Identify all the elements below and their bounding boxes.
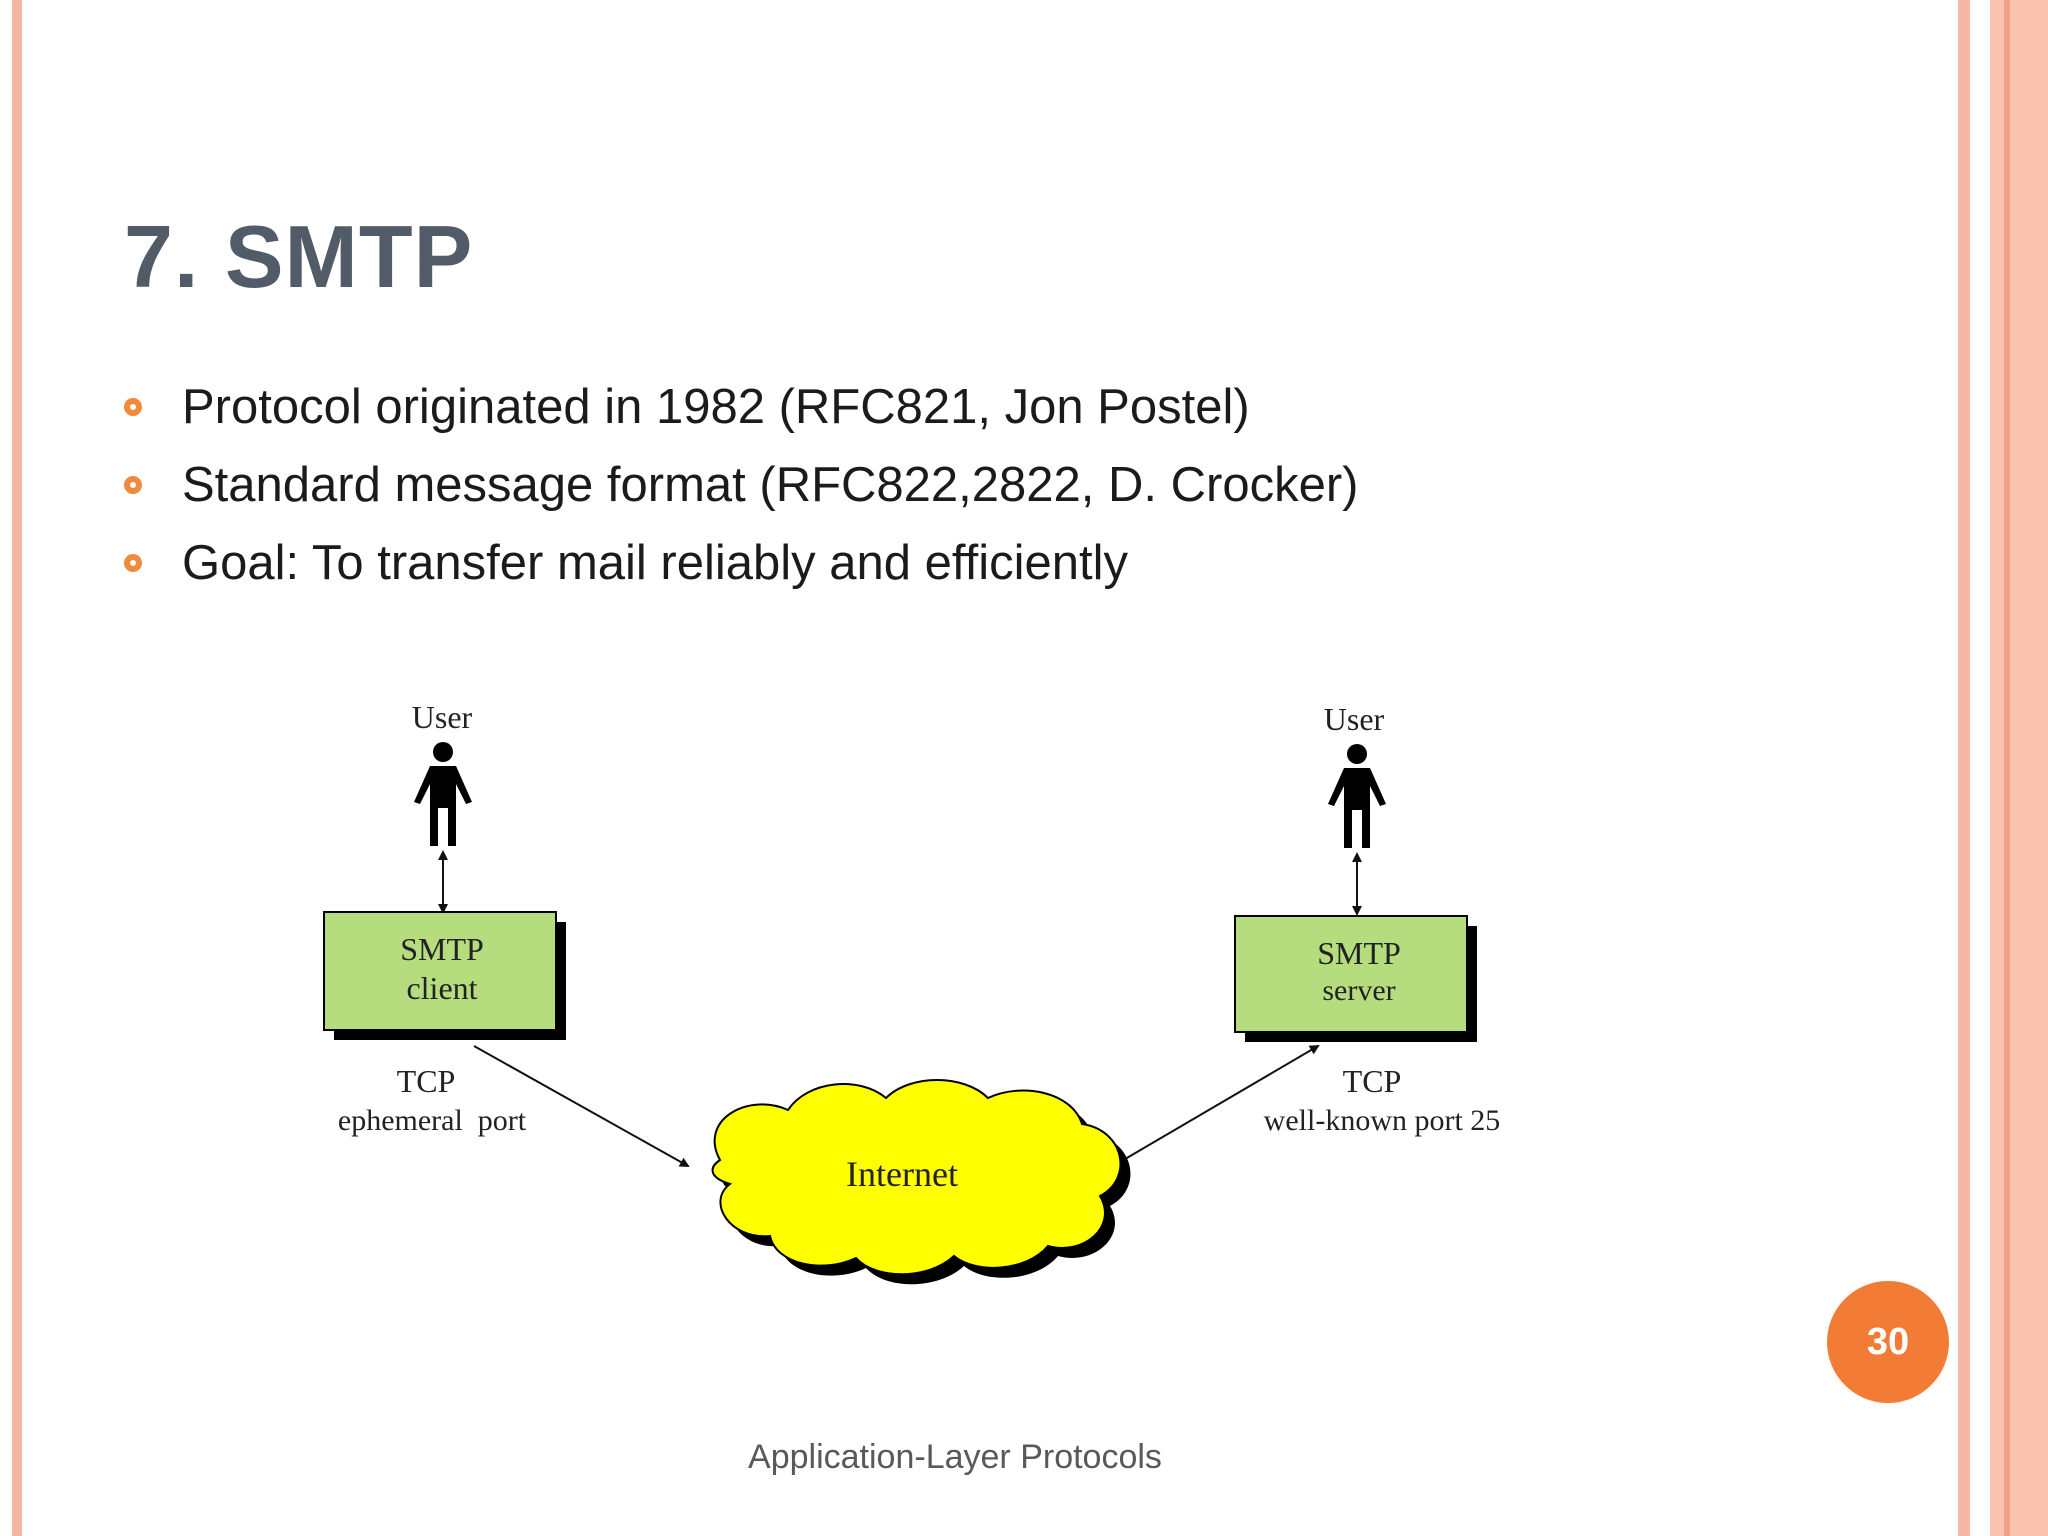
server-port-label: well-known port 25 [1264, 1104, 1501, 1137]
client-to-internet-arrow [473, 1045, 690, 1167]
client-tcp-label: TCP [397, 1063, 456, 1099]
bullet-item: Standard message format (RFC822,2822, D.… [124, 446, 1358, 524]
server-tcp-label: TCP [1343, 1063, 1402, 1099]
smtp-client-box [323, 911, 557, 1031]
bullet-text: Protocol originated in 1982 (RFC821, Jon… [182, 380, 1250, 434]
smtp-diagram: User SMTP client TCP ephemeral port User… [323, 699, 1501, 1285]
bullet-item: Protocol originated in 1982 (RFC821, Jon… [124, 368, 1358, 446]
right-user-label: User [1324, 701, 1385, 737]
slide-title: 7. SMTP [124, 207, 474, 306]
client-label-line2: client [406, 970, 477, 1006]
bullet-text: Standard message format (RFC822,2822, D.… [182, 458, 1359, 512]
right-user-icon [1328, 744, 1386, 848]
client-label-line1: SMTP [400, 931, 484, 967]
right-border-band [1990, 0, 2048, 1536]
server-label-line2: server [1322, 974, 1395, 1007]
internet-to-server-arrow [1119, 1044, 1320, 1163]
left-user-icon [414, 742, 472, 846]
right-border-line [2004, 0, 2010, 1536]
right-border-stripe [1958, 0, 1970, 1536]
slide-footer: Application-Layer Protocols [748, 1438, 1162, 1476]
ring-bullet-icon [124, 554, 142, 572]
left-user-label: User [412, 699, 473, 735]
bullet-text: Goal: To transfer mail reliably and effi… [182, 536, 1128, 590]
ring-bullet-icon [124, 398, 142, 416]
internet-cloud [711, 1079, 1122, 1276]
bullet-item: Goal: To transfer mail reliably and effi… [124, 524, 1358, 602]
left-border-stripe [12, 0, 22, 1536]
server-label-line1: SMTP [1317, 935, 1401, 971]
client-port-label: ephemeral port [338, 1104, 527, 1137]
ring-bullet-icon [124, 476, 142, 494]
internet-label: Internet [846, 1154, 958, 1194]
smtp-server-box [1234, 915, 1468, 1033]
page-number-badge: 30 [1827, 1281, 1949, 1403]
bullet-list: Protocol originated in 1982 (RFC821, Jon… [124, 368, 1358, 602]
